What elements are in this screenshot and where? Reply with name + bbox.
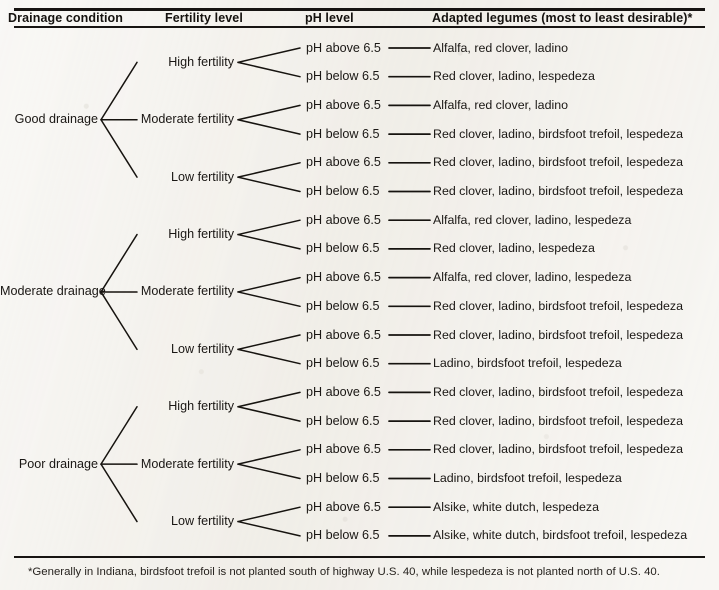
table-footer-rule	[14, 556, 705, 558]
fertility-to-ph-branch-3-2-lower	[237, 463, 301, 480]
ph-node-3-1-1: pH above 6.5	[306, 384, 381, 399]
fertility-to-ph-branch-3-1-lower	[237, 406, 301, 422]
drainage-node-2: Moderate drainage	[0, 284, 106, 299]
ph-node-2-3-1: pH above 6.5	[306, 327, 381, 342]
ph-node-2-3-2: pH below 6.5	[306, 356, 380, 371]
legume-list-1-2-1: Alfalfa, red clover, ladino	[433, 97, 568, 112]
fertility-node-3-2: Moderate fertility	[140, 456, 234, 471]
drainage-to-fertility-branch-2-3	[100, 291, 138, 351]
legume-list-1-1-1: Alfalfa, red clover, ladino	[433, 40, 568, 55]
ph-node-2-1-2: pH below 6.5	[306, 241, 380, 256]
drainage-to-fertility-branch-3-1	[100, 406, 138, 465]
fertility-node-1-1: High fertility	[168, 54, 234, 69]
fertility-node-3-1: High fertility	[168, 399, 234, 414]
fertility-to-ph-branch-1-2-lower	[237, 119, 301, 135]
ph-node-3-3-2: pH below 6.5	[306, 528, 380, 543]
legume-list-3-1-2: Red clover, ladino, birdsfoot trefoil, l…	[433, 413, 684, 428]
fertility-to-ph-branch-1-2-upper	[237, 104, 301, 121]
fertility-to-ph-branch-3-3-upper	[237, 506, 301, 523]
ph-node-3-2-2: pH below 6.5	[306, 471, 380, 485]
table-top-rule	[14, 8, 705, 11]
fertility-to-ph-branch-1-1-upper	[237, 47, 301, 64]
column-header-adapted-legumes: Adapted legumes (most to least desirable…	[432, 11, 693, 25]
drainage-node-1: Good drainage	[14, 112, 98, 127]
ph-node-1-3-1: pH above 6.5	[306, 155, 381, 170]
legume-list-2-3-2: Ladino, birdsfoot trefoil, lespedeza	[433, 356, 622, 371]
fertility-to-ph-branch-2-2-upper	[237, 276, 301, 293]
drainage-to-fertility-branch-1-3	[100, 119, 138, 178]
table-footnote: *Generally in Indiana, birdsfoot trefoil…	[28, 566, 660, 578]
legume-list-3-3-2: Alsike, white dutch, birdsfoot trefoil, …	[433, 528, 688, 543]
ph-node-3-1-2: pH below 6.5	[306, 413, 380, 428]
legume-list-1-1-2: Red clover, ladino, lespedeza	[433, 69, 595, 84]
fertility-node-2-1: High fertility	[168, 227, 234, 242]
fertility-node-3-3: Low fertility	[171, 514, 234, 529]
fertility-node-2-2: Moderate fertility	[140, 284, 234, 299]
ph-node-2-2-2: pH below 6.5	[306, 298, 380, 313]
fertility-to-ph-branch-3-3-lower	[237, 520, 301, 537]
legume-list-2-1-1: Alfalfa, red clover, ladino, lespedeza	[433, 212, 632, 227]
fertility-to-ph-branch-2-2-lower	[237, 291, 301, 308]
ph-node-3-2-1: pH above 6.5	[306, 442, 381, 457]
legume-list-2-2-1: Alfalfa, red clover, ladino, lespedeza	[433, 270, 632, 285]
ph-node-1-1-1: pH above 6.5	[306, 40, 381, 55]
ph-node-1-3-2: pH below 6.5	[306, 184, 380, 198]
column-header-drainage-condition: Drainage condition	[8, 11, 124, 25]
ph-node-1-1-2: pH below 6.5	[306, 69, 380, 84]
legume-list-1-3-1: Red clover, ladino, birdsfoot trefoil, l…	[433, 155, 684, 170]
legume-list-3-3-1: Alsike, white dutch, lespedeza	[433, 499, 599, 514]
fertility-to-ph-branch-3-2-upper	[237, 449, 301, 465]
fertility-node-1-3: Low fertility	[171, 169, 234, 184]
ph-node-1-2-1: pH above 6.5	[306, 97, 381, 112]
ph-node-1-2-2: pH below 6.5	[306, 126, 380, 141]
legume-list-2-1-2: Red clover, ladino, lespedeza	[433, 241, 595, 256]
legume-list-2-2-2: Red clover, ladino, birdsfoot trefoil, l…	[433, 298, 684, 313]
fertility-to-ph-branch-3-1-upper	[237, 391, 301, 408]
fertility-to-ph-branch-2-1-upper	[237, 219, 301, 236]
column-header-ph-level: pH level	[305, 11, 354, 25]
drainage-to-fertility-branch-1-1	[100, 61, 138, 121]
ph-node-2-2-1: pH above 6.5	[306, 270, 381, 285]
fertility-to-ph-branch-2-3-upper	[237, 334, 301, 351]
fertility-node-1-2: Moderate fertility	[140, 112, 234, 127]
legume-list-3-2-2: Ladino, birdsfoot trefoil, lespedeza	[433, 471, 622, 485]
legume-list-1-3-2: Red clover, ladino, birdsfoot trefoil, l…	[433, 184, 684, 198]
fertility-to-ph-branch-1-1-lower	[237, 61, 301, 78]
drainage-to-fertility-branch-2-1	[100, 233, 138, 293]
fertility-node-2-3: Low fertility	[171, 341, 234, 356]
fertility-to-ph-branch-2-3-lower	[237, 348, 301, 365]
table-header-rule	[14, 26, 705, 28]
ph-node-3-3-1: pH above 6.5	[306, 499, 381, 514]
ph-node-2-1-1: pH above 6.5	[306, 212, 381, 227]
column-header-fertility-level: Fertility level	[165, 11, 243, 25]
fertility-to-ph-branch-2-1-lower	[237, 233, 301, 250]
fertility-to-ph-branch-1-3-upper	[237, 162, 301, 178]
legume-list-3-1-1: Red clover, ladino, birdsfoot trefoil, l…	[433, 384, 684, 399]
fertility-to-ph-branch-1-3-lower	[237, 176, 301, 193]
legume-list-2-3-1: Red clover, ladino, birdsfoot trefoil, l…	[433, 327, 684, 342]
drainage-node-3: Poor drainage	[18, 456, 98, 471]
legume-list-1-2-2: Red clover, ladino, birdsfoot trefoil, l…	[433, 126, 684, 141]
drainage-to-fertility-branch-3-3	[100, 463, 138, 523]
legume-list-3-2-1: Red clover, ladino, birdsfoot trefoil, l…	[433, 442, 684, 457]
